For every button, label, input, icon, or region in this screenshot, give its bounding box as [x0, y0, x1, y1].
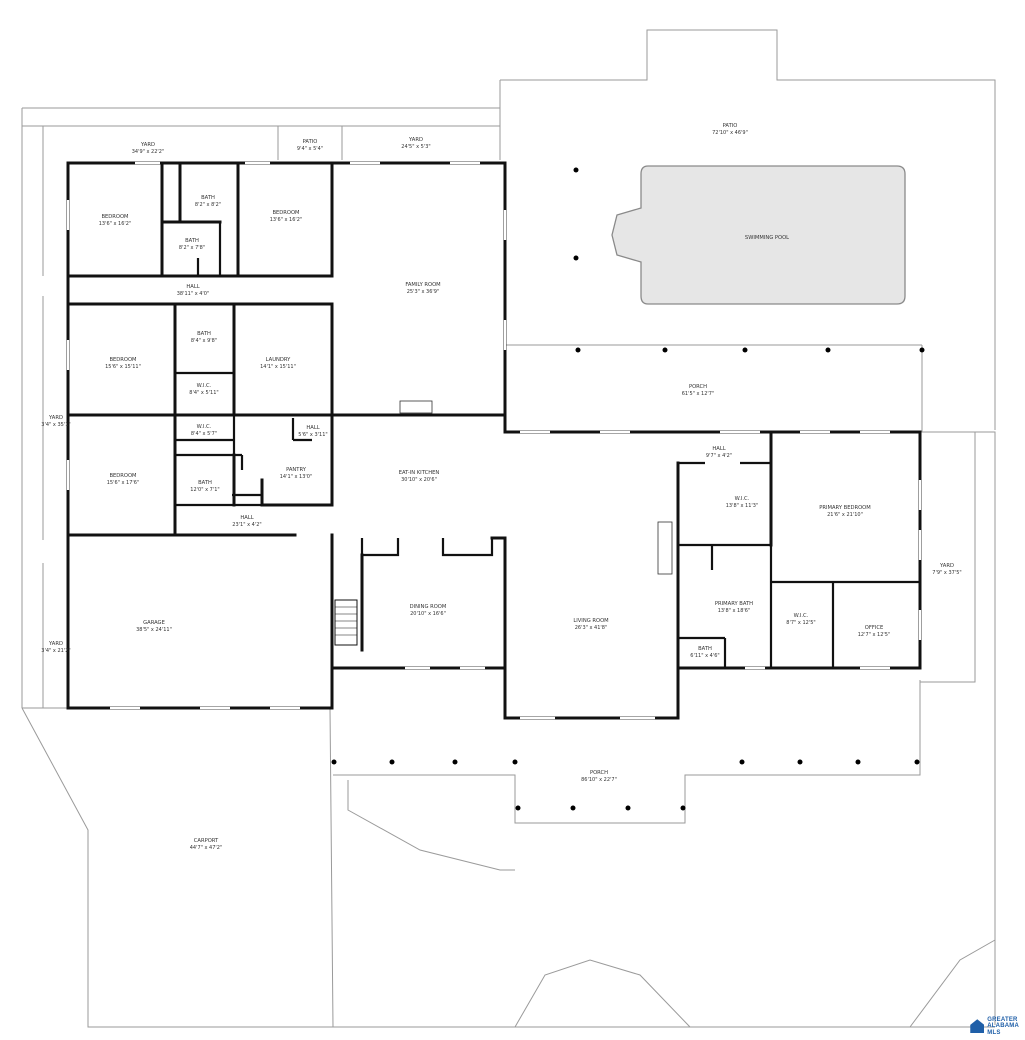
room-name-bedroom2: BEDROOM	[272, 210, 299, 216]
room-name-patio-small: PATIO	[303, 139, 318, 145]
room-dimension-hall1: 38'11" x 4'0"	[177, 291, 210, 297]
room-name-pantry: PANTRY	[286, 467, 307, 473]
room-dimension-porch-front: 86'10" x 22'7"	[581, 777, 617, 783]
room-name-hall2: HALL	[306, 425, 319, 431]
room-dimension-primary-bed: 21'6" x 21'10"	[827, 512, 863, 518]
room-name-bedroom1: BEDROOM	[101, 214, 128, 220]
room-dimension-garage: 38'5" x 24'11"	[136, 627, 172, 633]
room-name-yard-right: YARD	[939, 563, 954, 569]
porch-posts	[331, 167, 925, 811]
room-dimension-yard-right: 7'9" x 37'5"	[932, 570, 961, 576]
room-dimension-dining: 20'10" x 16'6"	[410, 611, 446, 617]
room-name-bath5: BATH	[698, 646, 712, 652]
room-name-office: OFFICE	[865, 625, 883, 631]
room-name-pool: SWIMMING POOL	[745, 235, 789, 241]
room-dimension-wic2: 8'4" x 5'7"	[191, 431, 217, 437]
room-name-patio-big: PATIO	[723, 123, 738, 129]
room-dimension-living: 26'3" x 41'8"	[575, 625, 608, 631]
room-name-primary-bed: PRIMARY BEDROOM	[819, 505, 870, 511]
room-name-yard-left2: YARD	[48, 641, 63, 647]
room-name-bath3: BATH	[197, 331, 211, 337]
room-name-kitchen: EAT-IN KITCHEN	[399, 470, 440, 476]
room-dimension-office: 12'7" x 12'5"	[858, 632, 891, 638]
room-dimension-primary-bath: 13'8" x 18'6"	[718, 608, 751, 614]
room-dimension-bedroom2: 13'6" x 16'2"	[270, 217, 303, 223]
room-name-dining: DINING ROOM	[410, 604, 447, 610]
room-name-living: LIVING ROOM	[573, 618, 608, 624]
room-dimension-kitchen: 30'10" x 20'6"	[401, 477, 437, 483]
room-dimension-yard-left: 3'4" x 35'1"	[41, 422, 70, 428]
room-dimension-hall3: 23'1" x 4'2"	[232, 522, 261, 528]
room-name-yard-left: YARD	[48, 415, 63, 421]
mls-logo-text: GREATER ALABAMA MLS	[987, 1016, 1019, 1036]
room-name-yard-top-left: YARD	[140, 142, 155, 148]
room-name-wic3: W.I.C.	[735, 496, 750, 502]
room-name-bedroom4: BEDROOM	[109, 473, 136, 479]
room-dimension-hall4: 9'7" x 4'2"	[706, 453, 732, 459]
room-dimension-patio-small: 9'4" x 5'4"	[297, 146, 323, 152]
room-name-bedroom3: BEDROOM	[109, 357, 136, 363]
room-dimension-carport: 44'7" x 47'2"	[190, 845, 223, 851]
room-name-porch-rear: PORCH	[689, 384, 707, 390]
room-name-family: FAMILY ROOM	[405, 282, 440, 288]
room-name-wic2: W.I.C.	[197, 424, 212, 430]
room-dimension-laundry: 14'1" x 15'11"	[260, 364, 296, 370]
room-name-bath4: BATH	[198, 480, 212, 486]
room-dimension-bath1: 8'2" x 8'2"	[195, 202, 221, 208]
room-dimension-bedroom4: 15'6" x 17'6"	[107, 480, 140, 486]
stairs	[334, 599, 358, 646]
room-dimension-wic4: 8'7" x 12'5"	[786, 620, 815, 626]
room-name-primary-bath: PRIMARY BATH	[715, 601, 753, 607]
room-name-porch-front: PORCH	[590, 770, 608, 776]
room-dimension-wic3: 13'8" x 11'3"	[726, 503, 759, 509]
room-dimension-yard-top-mid: 24'5" x 5'3"	[401, 144, 430, 150]
room-name-carport: CARPORT	[194, 838, 219, 844]
mls-logo: GREATER ALABAMA MLS	[970, 1017, 1019, 1037]
room-dimension-porch-rear: 61'5" x 12'7"	[682, 391, 715, 397]
room-dimension-yard-top-left: 34'9" x 22'2"	[132, 149, 165, 155]
house-logo-icon	[970, 1019, 985, 1034]
room-name-garage: GARAGE	[143, 620, 165, 626]
room-dimension-family: 25'3" x 36'9"	[407, 289, 440, 295]
room-dimension-wic1: 8'4" x 5'11"	[189, 390, 218, 396]
fireplace-icon	[399, 400, 673, 575]
room-dimension-bedroom3: 15'6" x 15'11"	[105, 364, 141, 370]
room-dimension-yard-left2: 3'4" x 21'2"	[41, 648, 70, 654]
room-name-wic4: W.I.C.	[794, 613, 809, 619]
room-name-laundry: LAUNDRY	[266, 357, 292, 363]
room-dimension-hall2: 5'6" x 3'11"	[298, 432, 327, 438]
room-dimension-patio-big: 72'10" x 46'9"	[712, 130, 748, 136]
room-name-hall1: HALL	[186, 284, 199, 290]
room-dimension-bath4: 12'0" x 7'1"	[190, 487, 219, 493]
room-dimension-bath5: 6'11" x 4'6"	[690, 653, 719, 659]
room-name-bath1: BATH	[201, 195, 215, 201]
room-dimension-bedroom1: 13'6" x 16'2"	[99, 221, 132, 227]
room-dimension-pantry: 14'1" x 13'0"	[280, 474, 313, 480]
windows	[66, 161, 922, 720]
room-name-hall3: HALL	[240, 515, 253, 521]
room-name-wic1: W.I.C.	[197, 383, 212, 389]
room-dimension-bath3: 8'4" x 9'8"	[191, 338, 217, 344]
swimming-pool	[611, 165, 906, 305]
room-name-hall4: HALL	[712, 446, 725, 452]
room-name-bath2: BATH	[185, 238, 199, 244]
room-dimension-bath2: 8'2" x 7'8"	[179, 245, 205, 251]
room-name-yard-top-mid: YARD	[408, 137, 423, 143]
